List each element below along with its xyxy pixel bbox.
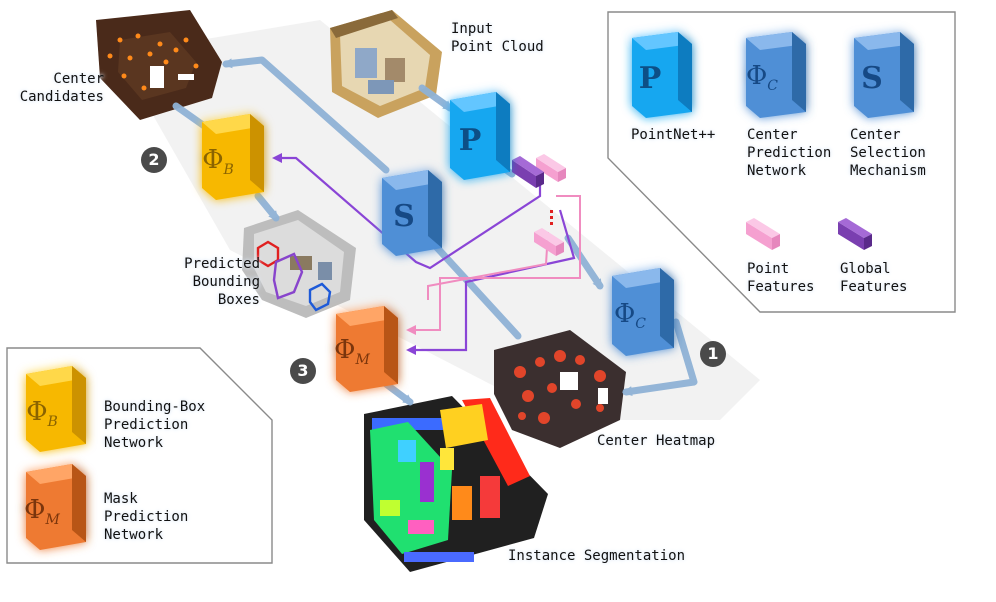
legend-bbox-net-label: Bounding-Box Prediction Network (104, 399, 206, 451)
svg-text:P: P (459, 123, 482, 158)
legend-center-sel-label: Center Selection Mechanism (850, 127, 926, 179)
predicted-bboxes-image (242, 210, 356, 318)
predicted-bboxes-label: Predicted Bounding Boxes (184, 256, 260, 308)
input-point-cloud-image (330, 10, 442, 118)
svg-text:S: S (861, 61, 883, 96)
legend-phi-b-icon: ΦB (26, 366, 86, 452)
legend-global-feature-icon (838, 218, 872, 250)
center-candidates-image (96, 10, 222, 120)
arrow-input-to-pointnet (418, 84, 454, 112)
svg-text:S: S (393, 199, 415, 234)
svg-text:ΦC: ΦC (614, 299, 646, 332)
step-badge-1: 1 (700, 341, 726, 367)
legend-phi-m-icon: ΦM (24, 464, 86, 550)
phi-m-module: ΦM (334, 306, 398, 392)
legend-center-net-icon: ΦC (746, 32, 806, 118)
legend-pointnet-label: PointNet++ (631, 127, 716, 143)
purple-arrow-to-phim (406, 209, 576, 355)
pointnet-module: P (450, 92, 510, 180)
legend-pointnet-icon: P (632, 32, 692, 118)
arrow-heatmap-to-selection (426, 236, 522, 340)
legend-center-sel-icon: S (854, 32, 914, 118)
selection-module: S (382, 170, 442, 256)
instance-segmentation-label: Instance Segmentation (508, 548, 686, 564)
step-badge-2: 2 (141, 147, 167, 173)
global-feature-bar (512, 156, 544, 188)
step-badge-3: 3 (290, 358, 316, 384)
svg-text:ΦM: ΦM (334, 335, 370, 368)
point-feature-bars (534, 154, 566, 256)
center-heatmap-image (494, 330, 626, 448)
phi-c-module: ΦC (612, 268, 674, 356)
legend-point-features-label: Point Features (747, 261, 815, 295)
legend-global-features-label: Global Features (840, 261, 908, 295)
background-band (150, 20, 760, 420)
input-point-cloud-label: Input Point Cloud (451, 21, 544, 55)
arrow-phim-to-segmentation (382, 380, 414, 406)
phi-b-module: ΦB (202, 114, 264, 200)
legend-center-net-label: Center Prediction Network (747, 127, 832, 179)
svg-text:P: P (639, 61, 662, 96)
arrow-phic-to-heatmap (622, 318, 698, 397)
legend-mask-net-label: Mask Prediction Network (104, 491, 189, 543)
legend-point-feature-icon (746, 218, 780, 250)
svg-text:ΦC: ΦC (746, 61, 778, 94)
svg-text:ΦB: ΦB (26, 397, 58, 430)
center-heatmap-label: Center Heatmap (597, 433, 716, 449)
instance-segmentation-image (364, 396, 548, 572)
svg-text:ΦB: ΦB (202, 145, 234, 178)
center-candidates-label: Center Candidates (19, 71, 104, 105)
arrow-phib-to-bboxes (254, 192, 280, 222)
svg-text:ΦM: ΦM (24, 495, 60, 528)
pink-arrow-a (406, 195, 581, 335)
arrow-features-to-phic (564, 234, 604, 290)
arrow-selection-to-candidates (222, 56, 390, 174)
purple-arrow-to-phib (272, 153, 542, 270)
